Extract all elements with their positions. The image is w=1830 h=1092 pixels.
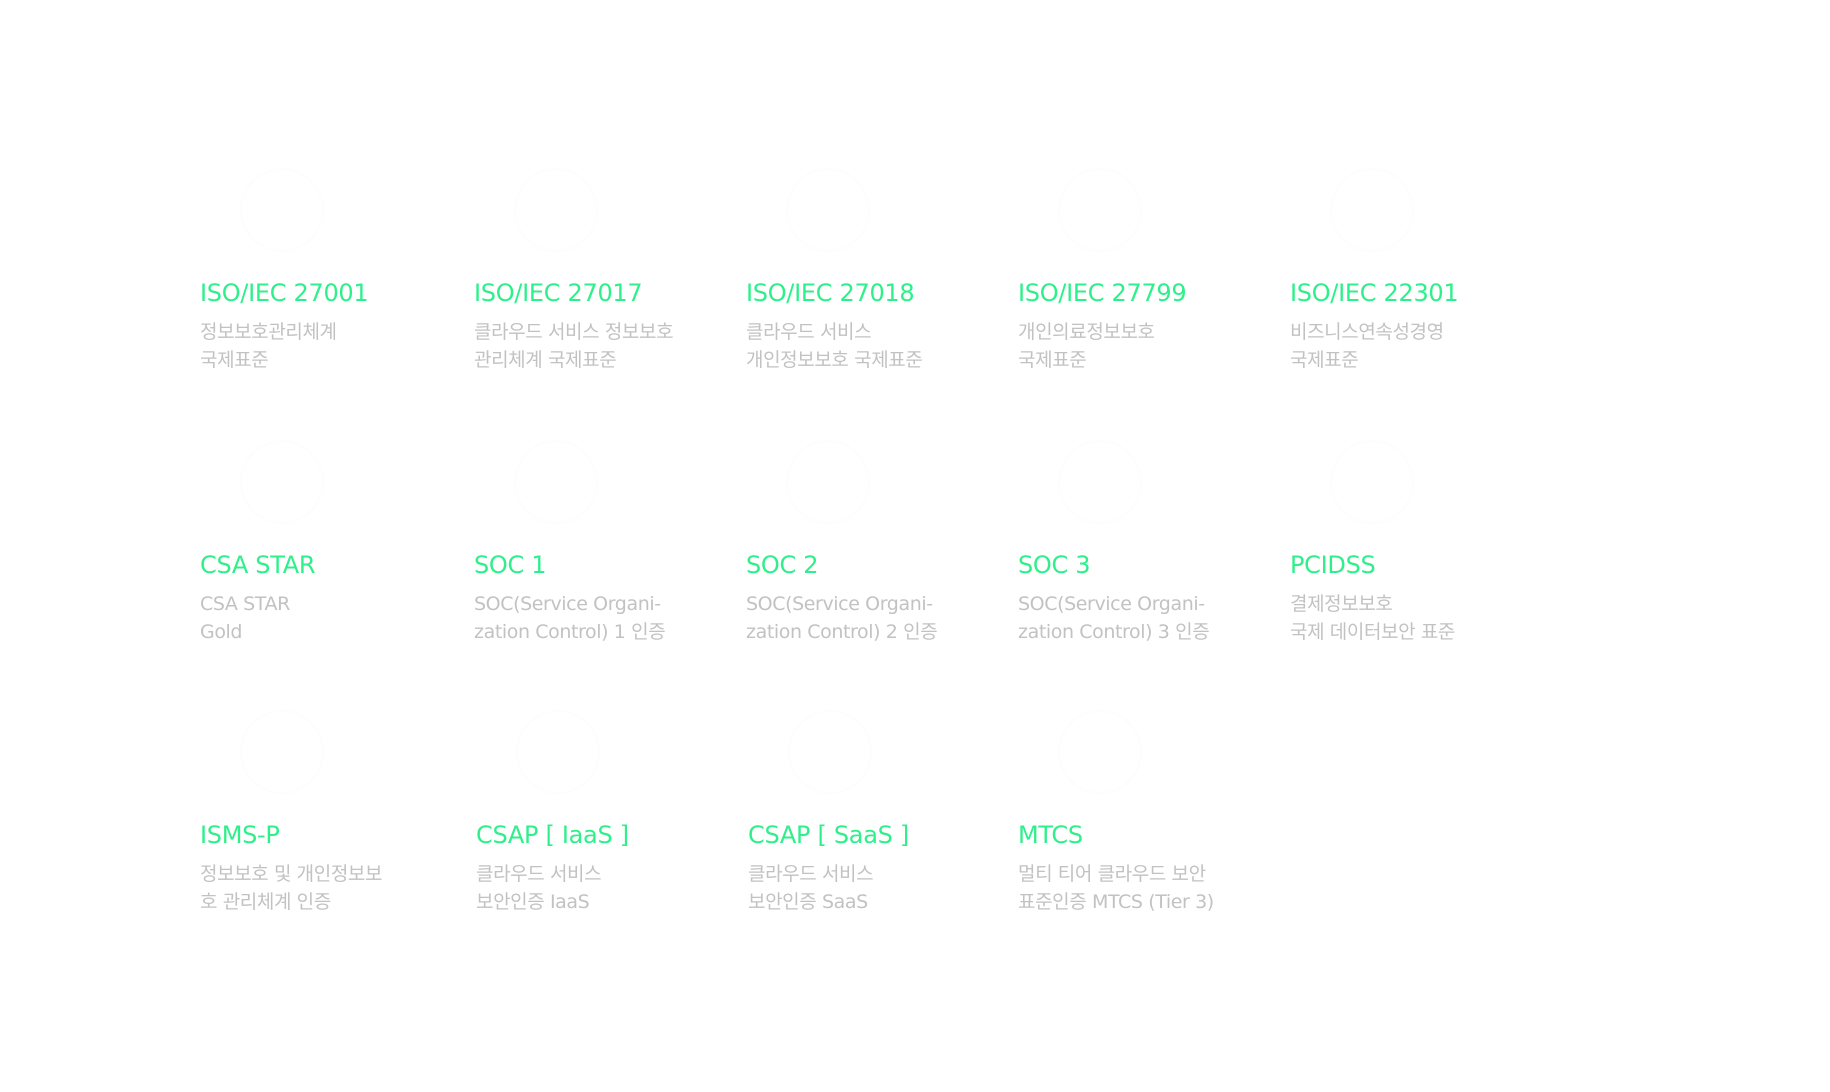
cert-description: 정보보호 및 개인정보보 호 관리체계 인증 [200, 860, 450, 916]
cert-logo-iso-27001 [240, 168, 324, 252]
cert-logo-csap-iaas [516, 710, 600, 794]
cert-description: 멀티 티어 클라우드 보안 표준인증 MTCS (Tier 3) [1018, 860, 1268, 916]
cert-description: CSA STAR Gold [200, 590, 450, 646]
cert-description: SOC(Service Organi- zation Control) 3 인증 [1018, 590, 1268, 646]
cert-title: ISO/IEC 27799 [1018, 279, 1187, 307]
cert-description-line: zation Control) 3 인증 [1018, 621, 1210, 643]
cert-title: MTCS [1018, 821, 1083, 849]
cert-item-soc-1: SOC 1 SOC(Service Organi- zation Control… [474, 440, 724, 646]
cert-item-pcidss: PCIDSS 결제정보보호 국제 데이터보안 표준 [1290, 440, 1540, 646]
cert-title: ISO/IEC 22301 [1290, 279, 1459, 307]
cert-description: 클라우드 서비스 보안인증 SaaS [748, 860, 998, 916]
cert-logo-mtcs [1058, 710, 1142, 794]
cert-description-line: 정보보호관리체계 [200, 321, 337, 343]
cert-logo-soc-2 [786, 440, 870, 524]
cert-description-line: Gold [200, 621, 243, 643]
cert-item-iso-27017: ISO/IEC 27017 클라우드 서비스 정보보호 관리체계 국제표준 [474, 168, 724, 374]
cert-description-line: 보안인증 IaaS [476, 891, 590, 913]
cert-logo-iso-27017 [514, 168, 598, 252]
cert-description-line: CSA STAR [200, 593, 290, 615]
cert-description-line: 개인의료정보보호 [1018, 321, 1155, 343]
cert-description-line: 국제표준 [1018, 349, 1087, 371]
cert-item-mtcs: MTCS 멀티 티어 클라우드 보안 표준인증 MTCS (Tier 3) [1018, 710, 1268, 916]
cert-item-iso-27001: ISO/IEC 27001 정보보호관리체계 국제표준 [200, 168, 450, 374]
cert-description-line: 개인정보보호 국제표준 [746, 349, 923, 371]
cert-logo-csap-saas [788, 710, 872, 794]
cert-description: 정보보호관리체계 국제표준 [200, 318, 450, 374]
cert-title: CSA STAR [200, 551, 316, 579]
cert-description: 클라우드 서비스 정보보호 관리체계 국제표준 [474, 318, 724, 374]
cert-logo-pcidss [1330, 440, 1414, 524]
cert-logo-iso-22301 [1330, 168, 1414, 252]
cert-title: ISO/IEC 27001 [200, 279, 369, 307]
cert-description-line: 멀티 티어 클라우드 보안 [1018, 863, 1206, 885]
cert-logo-iso-27799 [1058, 168, 1142, 252]
cert-description-line: SOC(Service Organi- [746, 593, 933, 615]
cert-item-iso-22301: ISO/IEC 22301 비즈니스연속성경영 국제표준 [1290, 168, 1540, 374]
cert-description-line: 호 관리체계 인증 [200, 891, 331, 913]
cert-description-line: 클라우드 서비스 [746, 321, 872, 343]
cert-item-csap-saas: CSAP [ SaaS ] 클라우드 서비스 보안인증 SaaS [748, 710, 998, 916]
cert-description-line: 클라우드 서비스 [476, 863, 602, 885]
cert-description-line: 관리체계 국제표준 [474, 349, 617, 371]
cert-item-soc-2: SOC 2 SOC(Service Organi- zation Control… [746, 440, 996, 646]
cert-description: SOC(Service Organi- zation Control) 2 인증 [746, 590, 996, 646]
cert-description-line: 비즈니스연속성경영 [1290, 321, 1444, 343]
cert-description-line: 정보보호 및 개인정보보 [200, 863, 383, 885]
cert-description: 클라우드 서비스 개인정보보호 국제표준 [746, 318, 996, 374]
cert-item-iso-27799: ISO/IEC 27799 개인의료정보보호 국제표준 [1018, 168, 1268, 374]
cert-item-csap-iaas: CSAP [ IaaS ] 클라우드 서비스 보안인증 IaaS [476, 710, 726, 916]
cert-description: 결제정보보호 국제 데이터보안 표준 [1290, 590, 1540, 646]
cert-description-line: 결제정보보호 [1290, 593, 1393, 615]
cert-description-line: 표준인증 MTCS (Tier 3) [1018, 891, 1214, 913]
cert-logo-iso-27018 [786, 168, 870, 252]
cert-title: SOC 3 [1018, 551, 1091, 579]
cert-description-line: SOC(Service Organi- [1018, 593, 1205, 615]
cert-description-line: 클라우드 서비스 [748, 863, 874, 885]
cert-description-line: 보안인증 SaaS [748, 891, 868, 913]
cert-logo-isms-p [240, 710, 324, 794]
cert-item-isms-p: ISMS-P 정보보호 및 개인정보보 호 관리체계 인증 [200, 710, 450, 916]
cert-description: SOC(Service Organi- zation Control) 1 인증 [474, 590, 724, 646]
cert-title: ISO/IEC 27017 [474, 279, 643, 307]
cert-item-soc-3: SOC 3 SOC(Service Organi- zation Control… [1018, 440, 1268, 646]
cert-description: 개인의료정보보호 국제표준 [1018, 318, 1268, 374]
cert-description-line: 국제 데이터보안 표준 [1290, 621, 1455, 643]
cert-title: CSAP [ SaaS ] [748, 821, 909, 849]
cert-description-line: SOC(Service Organi- [474, 593, 661, 615]
cert-item-csa-star: CSA STAR CSA STAR Gold [200, 440, 450, 646]
cert-title: SOC 2 [746, 551, 819, 579]
cert-logo-soc-3 [1058, 440, 1142, 524]
cert-description-line: 국제표준 [200, 349, 269, 371]
cert-logo-soc-1 [514, 440, 598, 524]
cert-description-line: zation Control) 2 인증 [746, 621, 938, 643]
cert-title: ISO/IEC 27018 [746, 279, 915, 307]
cert-title: CSAP [ IaaS ] [476, 821, 629, 849]
cert-description: 클라우드 서비스 보안인증 IaaS [476, 860, 726, 916]
cert-logo-csa-star [240, 440, 324, 524]
cert-title: SOC 1 [474, 551, 547, 579]
cert-description-line: zation Control) 1 인증 [474, 621, 666, 643]
cert-title: ISMS-P [200, 821, 280, 849]
cert-description: 비즈니스연속성경영 국제표준 [1290, 318, 1540, 374]
cert-description-line: 클라우드 서비스 정보보호 [474, 321, 674, 343]
cert-item-iso-27018: ISO/IEC 27018 클라우드 서비스 개인정보보호 국제표준 [746, 168, 996, 374]
cert-description-line: 국제표준 [1290, 349, 1359, 371]
cert-title: PCIDSS [1290, 551, 1376, 579]
